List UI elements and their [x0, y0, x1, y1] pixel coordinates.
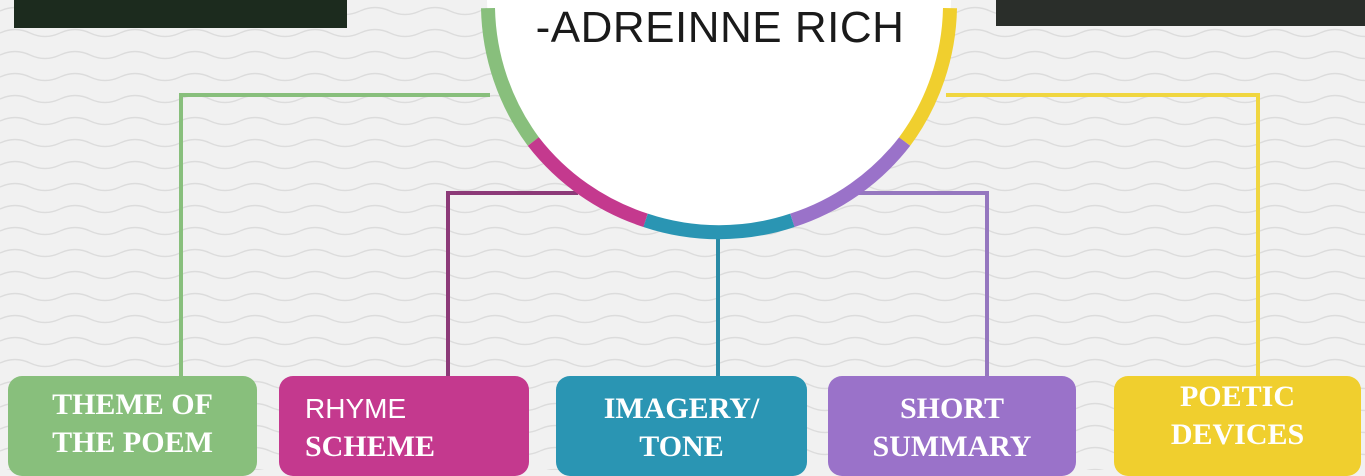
box-theme-of-the-poem: THEME OF THE POEM: [8, 376, 257, 476]
box-rhyme-line1: RHYME: [305, 390, 529, 428]
box-imagery-line2: TONE: [556, 428, 807, 466]
author-label: -ADREINNE RICH: [500, 2, 940, 54]
box-poetic-devices: POETIC DEVICES: [1114, 376, 1361, 476]
box-theme-line2: THE POEM: [8, 424, 257, 462]
box-short-summary: SHORT SUMMARY: [828, 376, 1076, 476]
box-summary-line1: SHORT: [828, 390, 1076, 428]
connector-summary: [858, 193, 987, 382]
box-summary-line2: SUMMARY: [828, 428, 1076, 466]
box-devices-line2: DEVICES: [1114, 416, 1361, 454]
box-imagery-tone: IMAGERY/ TONE: [556, 376, 807, 476]
box-rhyme-line2: SCHEME: [305, 428, 529, 466]
box-devices-line1: POETIC: [1114, 378, 1361, 416]
connector-rhyme: [448, 193, 578, 382]
box-rhyme-scheme: RHYME SCHEME: [279, 376, 529, 476]
connector-theme: [181, 95, 490, 382]
box-theme-line1: THEME OF: [8, 386, 257, 424]
box-imagery-line1: IMAGERY/: [556, 390, 807, 428]
connector-devices: [946, 95, 1258, 382]
